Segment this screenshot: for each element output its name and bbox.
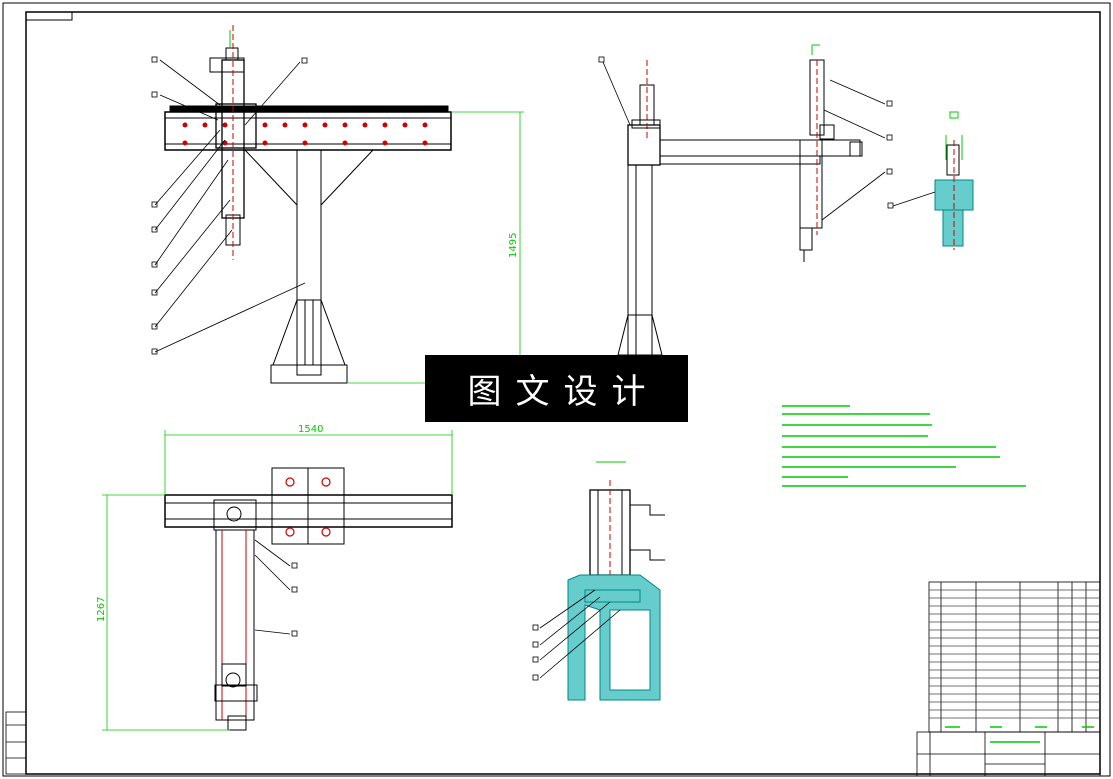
title-block-green-marks — [945, 726, 1094, 743]
top-view — [164, 467, 453, 731]
watermark-text: 图文设计 — [467, 372, 660, 412]
height-front-label: 1495 — [508, 233, 519, 258]
top-left-tag — [25, 11, 73, 21]
sheet-inner-border — [25, 11, 1101, 775]
technical-notes — [782, 405, 1026, 487]
left-side-strip — [5, 711, 27, 775]
width-top-label: 1540 — [298, 424, 323, 435]
height-top-label: 1267 — [96, 597, 107, 622]
section-detail-view — [532, 461, 665, 701]
detail-view-top — [887, 111, 974, 250]
front-view — [151, 25, 452, 384]
watermark-banner: 图文设计 — [425, 355, 688, 422]
dimension-height-front — [347, 111, 524, 384]
dimension-top-view — [102, 430, 453, 731]
title-block — [916, 581, 1101, 777]
side-view — [598, 44, 893, 356]
